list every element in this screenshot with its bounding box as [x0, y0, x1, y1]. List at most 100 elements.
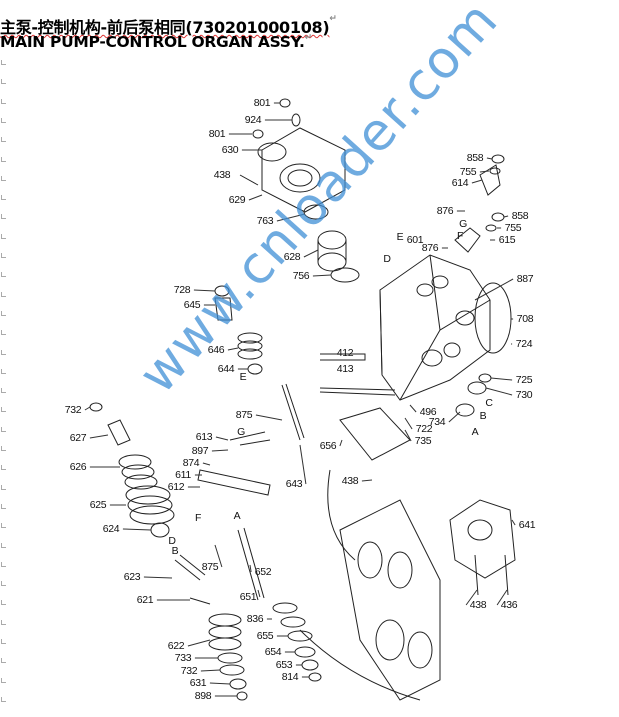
paragraph-mark-icon: [1, 175, 6, 181]
part-label: 814: [281, 671, 299, 683]
part-label: 626: [69, 461, 87, 473]
leader-line: [299, 444, 307, 485]
part-label: 858: [466, 152, 484, 164]
paragraph-mark-icon: [1, 542, 6, 548]
part-label: 641: [518, 519, 536, 531]
paragraph-mark-icon: [1, 349, 6, 355]
leader-line: [214, 544, 223, 568]
leader-line: [404, 429, 412, 442]
paragraph-mark-icon: [1, 214, 6, 220]
leader-line: [122, 528, 152, 531]
paragraph-mark-icon: [1, 310, 6, 316]
leader-line: [485, 387, 513, 396]
leader-line: [448, 411, 461, 423]
leader-line: [187, 639, 211, 647]
part-label: 724: [515, 338, 533, 350]
part-label: 413: [336, 363, 354, 375]
paragraph-mark-icon: [1, 523, 6, 529]
title-cn-text: 主泵-控制机构-前后泵相同(730201000108): [0, 18, 330, 37]
part-label: 613: [195, 431, 213, 443]
part-label: 756: [292, 270, 310, 282]
part-label: 624: [102, 523, 120, 535]
paragraph-mark-icon: [1, 581, 6, 587]
paragraph-mark-icon: [1, 639, 6, 644]
part-label: 652: [254, 566, 272, 578]
part-label: B: [479, 410, 487, 422]
part-label: 655: [256, 630, 274, 642]
leader-line: [202, 462, 211, 466]
paragraph-mark-icon: [1, 253, 6, 258]
leader-line: [276, 213, 306, 222]
leader-line: [227, 347, 239, 351]
part-label: 763: [256, 215, 274, 227]
leader-line: [490, 377, 513, 381]
part-label: 654: [264, 646, 282, 658]
part-label: 722: [415, 423, 433, 435]
leader-line: [404, 417, 413, 430]
leader-line: [209, 682, 231, 685]
part-label: 621: [136, 594, 154, 606]
leader-line: [465, 589, 478, 606]
paragraph-mark-icon: [1, 291, 6, 297]
leader-line: [471, 179, 483, 184]
leader-line: [89, 434, 109, 439]
valve-block: [379, 154, 512, 417]
part-label: 644: [217, 363, 235, 375]
part-label: 875: [235, 409, 253, 421]
part-label: 629: [228, 194, 246, 206]
part-label: 627: [69, 432, 87, 444]
part-label: 897: [191, 445, 209, 457]
part-label: 412: [336, 347, 354, 359]
paragraph-mark-icon: ↵: [304, 33, 313, 43]
paragraph-mark-icon: [1, 446, 6, 451]
part-label: 625: [89, 499, 107, 511]
paragraph-mark-icon: [1, 156, 6, 162]
paragraph-mark-icon: [1, 98, 6, 104]
part-label: G: [459, 218, 467, 230]
paragraph-mark-icon: [1, 561, 6, 567]
paragraph-mark-icon: [1, 677, 6, 683]
part-label: 645: [183, 299, 201, 311]
leader-line: [409, 404, 417, 413]
part-label: 858: [511, 210, 529, 222]
paragraph-mark-icon: [1, 233, 6, 239]
part-label: 874: [182, 457, 200, 469]
part-label: C: [485, 397, 493, 409]
leader-line: [248, 194, 263, 201]
paragraph-mark-icon: [1, 272, 6, 278]
leader-line: [479, 170, 490, 173]
paragraph-mark-icon: [1, 600, 6, 606]
part-label: 438: [213, 169, 231, 181]
part-label: 438: [341, 475, 359, 487]
leader-line: [211, 449, 229, 452]
paragraph-mark-icon: [1, 79, 6, 85]
part-label: 615: [498, 234, 516, 246]
leader-line: [486, 157, 493, 160]
part-label: 438: [469, 599, 487, 611]
leader-line: [143, 576, 173, 579]
part-label: 651: [239, 591, 257, 603]
leader-line: [215, 436, 229, 441]
spool-assembly-left: [89, 402, 248, 701]
paragraph-mark-icon: [1, 658, 6, 664]
part-label: 924: [244, 114, 262, 126]
paragraph-mark-icon: [1, 426, 6, 432]
assembled-pump-control: [299, 469, 516, 701]
part-label: 628: [283, 251, 301, 263]
leader-line: [84, 406, 91, 411]
part-label: 875: [201, 561, 219, 573]
part-label: 656: [319, 440, 337, 452]
paragraph-mark-icon: [1, 696, 6, 702]
paragraph-mark-icon: [1, 484, 6, 490]
cover-629: [239, 98, 346, 220]
part-label: 728: [173, 284, 191, 296]
part-label: 646: [207, 344, 225, 356]
paragraph-mark-icon: [1, 195, 6, 201]
paragraph-mark-icon: [1, 465, 6, 471]
leader-line: [511, 519, 516, 526]
leader-line: [200, 669, 221, 672]
part-label: 601: [406, 234, 424, 246]
leader-line: [312, 274, 332, 277]
part-label: 643: [285, 478, 303, 490]
